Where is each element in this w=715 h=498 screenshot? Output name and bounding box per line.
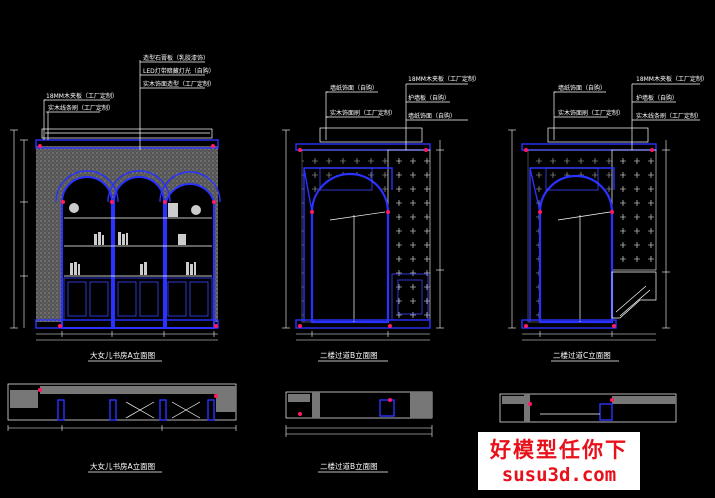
- elevation-a-cornice: [35, 139, 219, 149]
- elevation-c-dimensions: [508, 129, 670, 341]
- note-b5: 墙纸饰面（自购）: [408, 112, 456, 120]
- title-plan-a: 大女儿书房A立面图: [90, 461, 155, 471]
- note-c5: 实木线条刷（工厂定制）: [636, 112, 702, 120]
- title-elevation-b: 二楼过道B立面图: [320, 350, 378, 360]
- elevation-a-arches: [55, 170, 221, 329]
- title-elevation-a: 大女儿书房A立面图: [90, 350, 155, 360]
- note-a4: LED灯带暗藏灯光（自购）: [143, 67, 215, 75]
- note-c4: 护墙板（自购）: [636, 94, 678, 102]
- watermark-badge: 好模型任你下 susu3d.com: [478, 432, 640, 490]
- note-a2: 实木线条刷（工厂定制）: [48, 104, 114, 112]
- note-a3: 造型石膏板（乳胶漆饰）: [143, 54, 209, 62]
- note-b3: 实木饰面刷（工厂定制）: [330, 109, 396, 117]
- plan-a: [7, 383, 237, 431]
- note-b1: 18MM木夹板（工厂定制）: [408, 75, 480, 83]
- title-elevation-c: 二楼过道C立面图: [553, 350, 611, 360]
- elevation-a-dimensions: [10, 129, 218, 341]
- elevation-b: [282, 83, 468, 341]
- watermark-site: susu3d.com: [501, 464, 617, 486]
- elevation-c: [508, 83, 700, 341]
- elevation-a-cabinets: [63, 277, 213, 321]
- watermark-slogan: 好模型任你下: [490, 438, 628, 462]
- note-c1: 18MM木夹板（工厂定制）: [636, 75, 708, 83]
- note-b4: 护墙板（自购）: [408, 94, 450, 102]
- title-plan-b: 二楼过道B立面图: [320, 461, 378, 471]
- elevation-b-dimensions: [282, 129, 444, 341]
- note-b2: 墙纸饰面（自购）: [330, 84, 378, 92]
- note-c3: 实木饰面刷（工厂定制）: [558, 109, 624, 117]
- note-a1: 18MM木夹板（工厂定制）: [46, 92, 118, 100]
- plan-c: [499, 393, 677, 423]
- note-a5: 实木饰面造型（工厂定制）: [143, 80, 215, 88]
- elevation-a: [10, 60, 221, 341]
- note-c2: 墙纸饰面（自购）: [558, 84, 606, 92]
- plan-b: [285, 391, 433, 437]
- elevation-a-shelves: [64, 217, 212, 277]
